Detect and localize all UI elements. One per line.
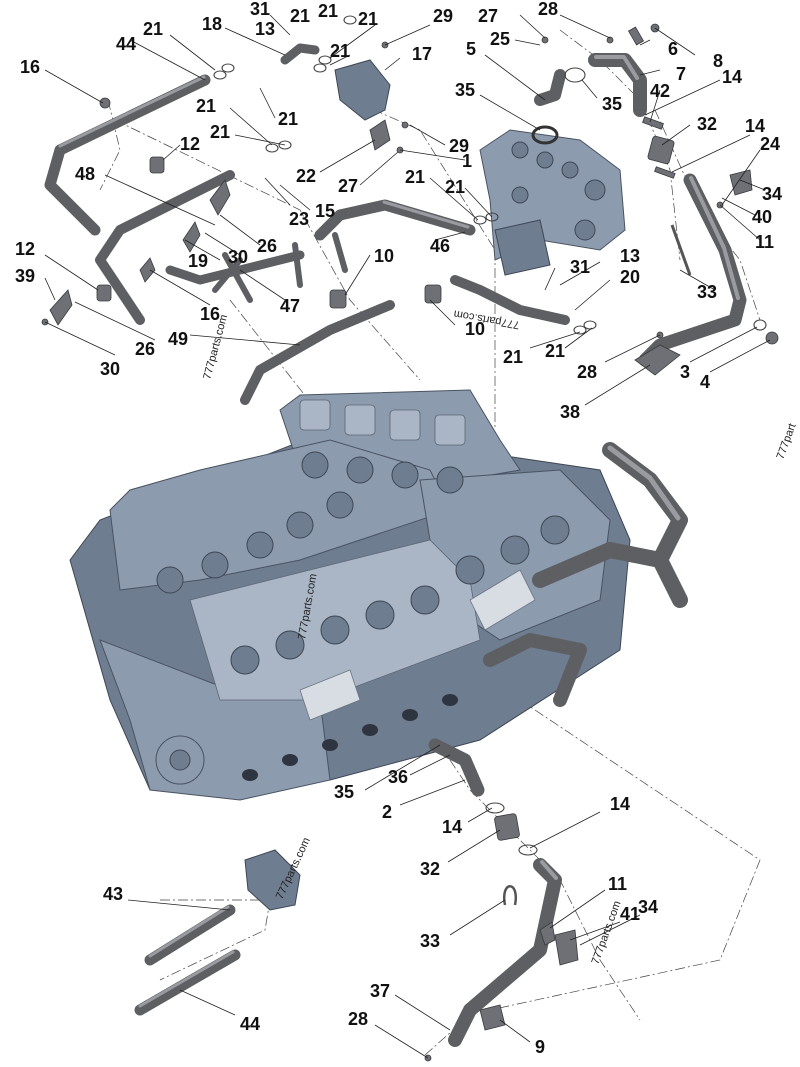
callout-31: 31 — [570, 257, 590, 277]
callout-26: 26 — [135, 339, 155, 359]
callout-38: 38 — [560, 402, 580, 422]
callout-21: 21 — [358, 9, 378, 29]
callout-29: 29 — [433, 6, 453, 26]
callout-4: 4 — [700, 372, 710, 392]
callout-3: 3 — [680, 362, 690, 382]
callout-21: 21 — [330, 41, 350, 61]
callout-16: 16 — [20, 57, 40, 77]
callout-14: 14 — [610, 794, 630, 814]
callout-37: 37 — [370, 981, 390, 1001]
leader-lines — [44, 14, 771, 1059]
callout-14: 14 — [722, 67, 742, 87]
callout-7: 7 — [676, 64, 686, 84]
callout-12: 12 — [15, 239, 35, 259]
callout-44: 44 — [240, 1014, 260, 1034]
callout-33: 33 — [420, 931, 440, 951]
callout-35: 35 — [602, 94, 622, 114]
callout-28: 28 — [538, 0, 558, 19]
callout-11: 11 — [755, 232, 774, 252]
lower-left-parts — [134, 849, 301, 1016]
callout-32: 32 — [697, 114, 717, 134]
callout-29: 29 — [449, 136, 469, 156]
callout-21: 21 — [210, 122, 230, 142]
callout-28: 28 — [577, 362, 597, 382]
callout-23: 23 — [289, 209, 309, 229]
callout-2: 2 — [382, 802, 392, 822]
cylinder-heads-top — [156, 399, 466, 594]
callout-15: 15 — [315, 201, 335, 221]
callout-1: 1 — [462, 151, 472, 171]
callout-20: 20 — [620, 267, 640, 287]
callout-27: 27 — [478, 6, 498, 26]
callout-41: 41 — [620, 904, 640, 924]
callout-21: 21 — [143, 19, 163, 39]
callout-21: 21 — [445, 177, 465, 197]
callout-25: 25 — [490, 29, 510, 49]
callout-21: 21 — [290, 6, 310, 26]
callout-22: 22 — [296, 166, 316, 186]
watermark: 777parts.com — [453, 307, 521, 330]
callout-28: 28 — [348, 1009, 368, 1029]
callout-34: 34 — [762, 184, 782, 204]
callout-14: 14 — [745, 116, 765, 136]
callout-17: 17 — [412, 44, 432, 64]
callout-21: 21 — [545, 341, 565, 361]
callout-8: 8 — [713, 51, 723, 71]
callout-35: 35 — [455, 80, 475, 100]
callout-13: 13 — [255, 19, 275, 39]
callout-46: 46 — [430, 236, 450, 256]
callout-31: 31 — [250, 0, 270, 19]
callout-10: 10 — [465, 319, 485, 339]
cylinder-heads-front — [230, 515, 570, 675]
callout-30: 30 — [228, 247, 248, 267]
callout-labels: 31 21 21 27 28 44 21 18 13 21 29 25 6 8 … — [15, 0, 782, 1057]
callout-21: 21 — [318, 1, 338, 21]
callout-39: 39 — [15, 266, 35, 286]
callout-18: 18 — [202, 14, 222, 34]
callout-47: 47 — [280, 296, 300, 316]
callout-13: 13 — [620, 246, 640, 266]
callout-42: 42 — [650, 81, 670, 101]
callout-32: 32 — [420, 859, 440, 879]
callout-44: 44 — [116, 34, 136, 54]
watermark: 777part — [775, 422, 799, 461]
callout-9: 9 — [535, 1037, 545, 1057]
callout-21: 21 — [503, 347, 523, 367]
callout-21: 21 — [278, 109, 298, 129]
callout-12: 12 — [180, 134, 200, 154]
callout-21: 21 — [196, 96, 216, 116]
crankcase-openings — [242, 694, 458, 781]
callout-6: 6 — [668, 39, 678, 59]
callout-40: 40 — [752, 207, 772, 227]
engine-block — [69, 389, 688, 801]
callout-35: 35 — [334, 782, 354, 802]
callout-36: 36 — [388, 767, 408, 787]
callout-14: 14 — [442, 817, 462, 837]
watermark: 777parts.com — [590, 899, 624, 966]
callout-24: 24 — [760, 134, 780, 154]
callout-43: 43 — [103, 884, 123, 904]
left-pipe-assembly — [44, 74, 570, 405]
callout-10: 10 — [374, 246, 394, 266]
callout-26: 26 — [257, 236, 277, 256]
callout-48: 48 — [75, 164, 95, 184]
thermostat-housing — [479, 125, 626, 276]
callout-27: 27 — [338, 176, 358, 196]
callout-5: 5 — [466, 39, 476, 59]
callout-16: 16 — [200, 304, 220, 324]
callout-21: 21 — [405, 167, 425, 187]
callout-11: 11 — [608, 874, 627, 894]
lower-pipe-assembly — [424, 738, 579, 1062]
right-water-pipe-assembly — [534, 23, 779, 376]
callout-34: 34 — [638, 897, 658, 917]
callout-30: 30 — [100, 359, 120, 379]
callout-19: 19 — [188, 251, 208, 271]
callout-49: 49 — [168, 329, 188, 349]
callout-33: 33 — [697, 282, 717, 302]
